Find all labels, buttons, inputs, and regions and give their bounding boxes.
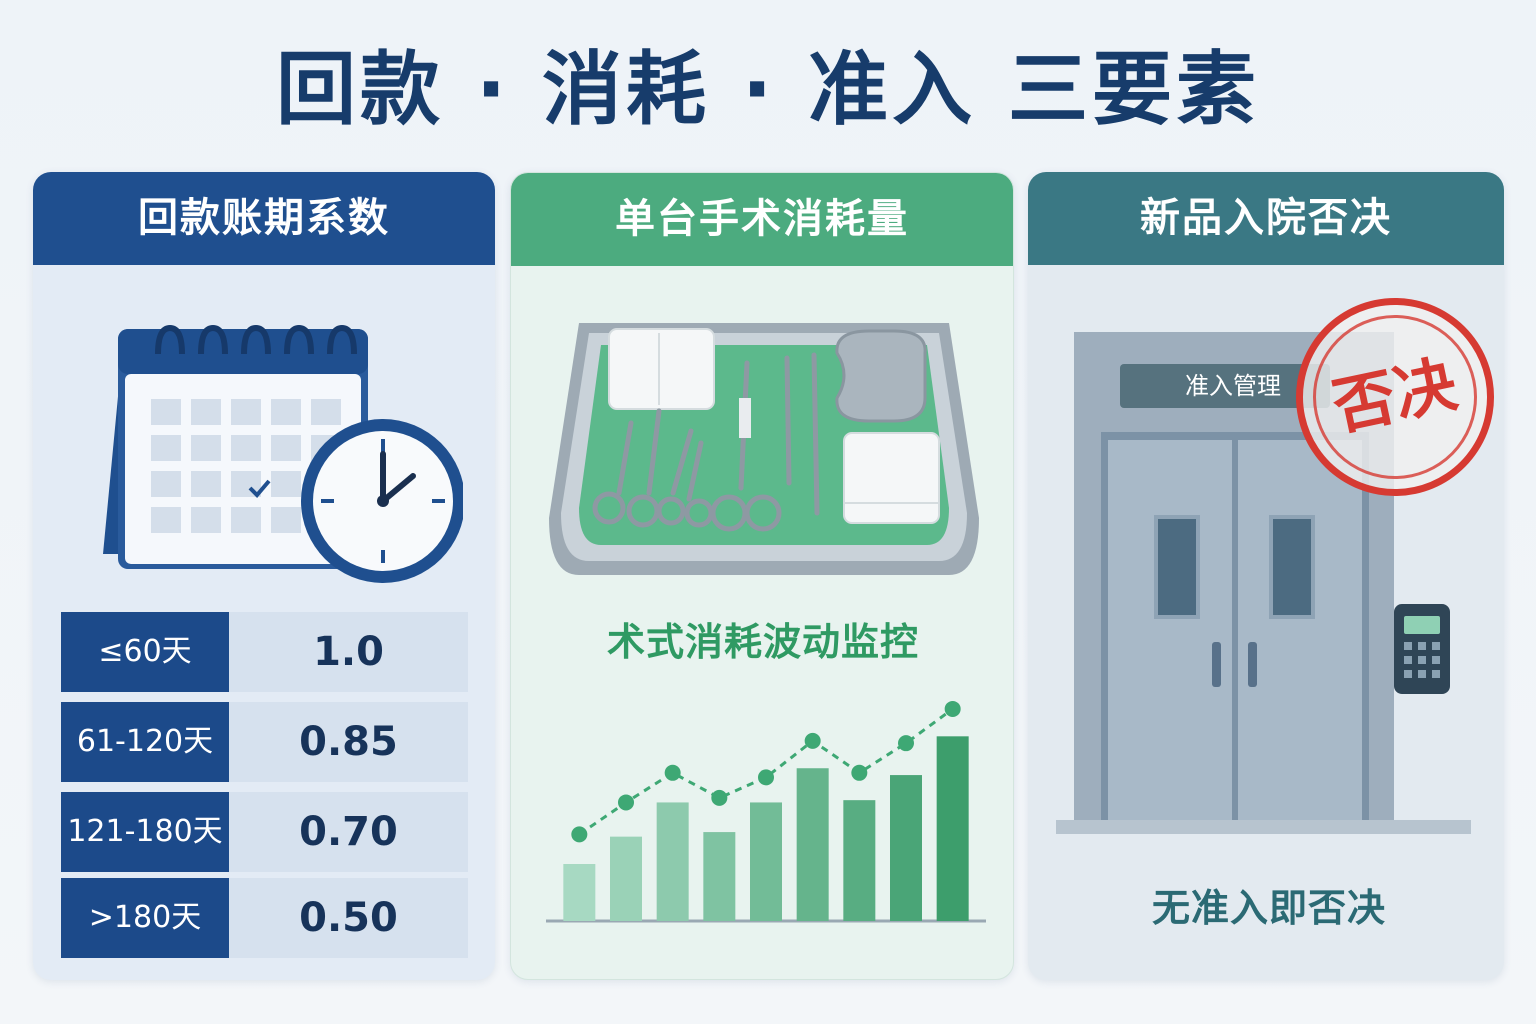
- keypad-icon: [1394, 604, 1450, 694]
- period-label: >180天: [61, 878, 229, 958]
- surgical-tray-icon: [549, 323, 979, 575]
- chart-bar: [936, 736, 969, 921]
- trend-point: [804, 732, 821, 749]
- chart-bar: [843, 800, 876, 921]
- payment-panel: 回款账期系数: [33, 172, 495, 980]
- rate-row: 121-180天 0.70: [61, 792, 468, 872]
- payment-heading: 回款账期系数: [33, 172, 495, 265]
- trend-point: [851, 764, 868, 781]
- trend-point: [711, 789, 728, 806]
- consumption-panel: 单台手术消耗量 术式消耗波动监控: [510, 172, 1014, 980]
- trend-point: [618, 794, 634, 811]
- coef-value: 0.50: [229, 878, 468, 958]
- door-sign: 准入管理: [1185, 372, 1281, 400]
- page-title: 回款 · 消耗 · 准入 三要素: [275, 43, 1261, 136]
- chart-bar: [750, 802, 782, 921]
- clock-icon: [301, 419, 463, 583]
- trend-point: [758, 769, 774, 786]
- chart-bar: [703, 832, 736, 921]
- trend-line: [578, 707, 954, 836]
- rate-row: ≤60天 1.0: [61, 612, 468, 692]
- period-label: 61-120天: [61, 702, 229, 782]
- consumption-chart: [546, 700, 986, 923]
- chart-bar: [890, 775, 922, 921]
- admission-panel: 新品入院否决 准入管理 否决 无准入即否决: [1028, 172, 1504, 980]
- admission-heading: 新品入院否决: [1028, 172, 1504, 265]
- check-icon: [248, 479, 271, 498]
- coef-value: 0.70: [229, 792, 468, 872]
- trend-point: [571, 826, 588, 843]
- period-label: ≤60天: [61, 612, 229, 692]
- chart-bar: [796, 768, 829, 921]
- chart-bar: [656, 802, 689, 921]
- period-label: 121-180天: [61, 792, 229, 872]
- consumption-heading: 单台手术消耗量: [511, 173, 1013, 266]
- admission-subtitle: 无准入即否决: [1151, 886, 1386, 930]
- trend-point: [664, 764, 681, 781]
- trend-point: [898, 735, 914, 752]
- trend-point: [944, 700, 961, 717]
- consumption-subtitle: 术式消耗波动监控: [606, 620, 919, 664]
- chart-bar: [563, 864, 596, 921]
- chart-bar: [610, 836, 642, 921]
- rate-row: >180天 0.50: [61, 878, 468, 958]
- rate-row: 61-120天 0.85: [61, 702, 468, 782]
- coef-value: 0.85: [229, 702, 468, 782]
- coef-value: 1.0: [229, 612, 468, 692]
- calendar-icon: [103, 324, 463, 583]
